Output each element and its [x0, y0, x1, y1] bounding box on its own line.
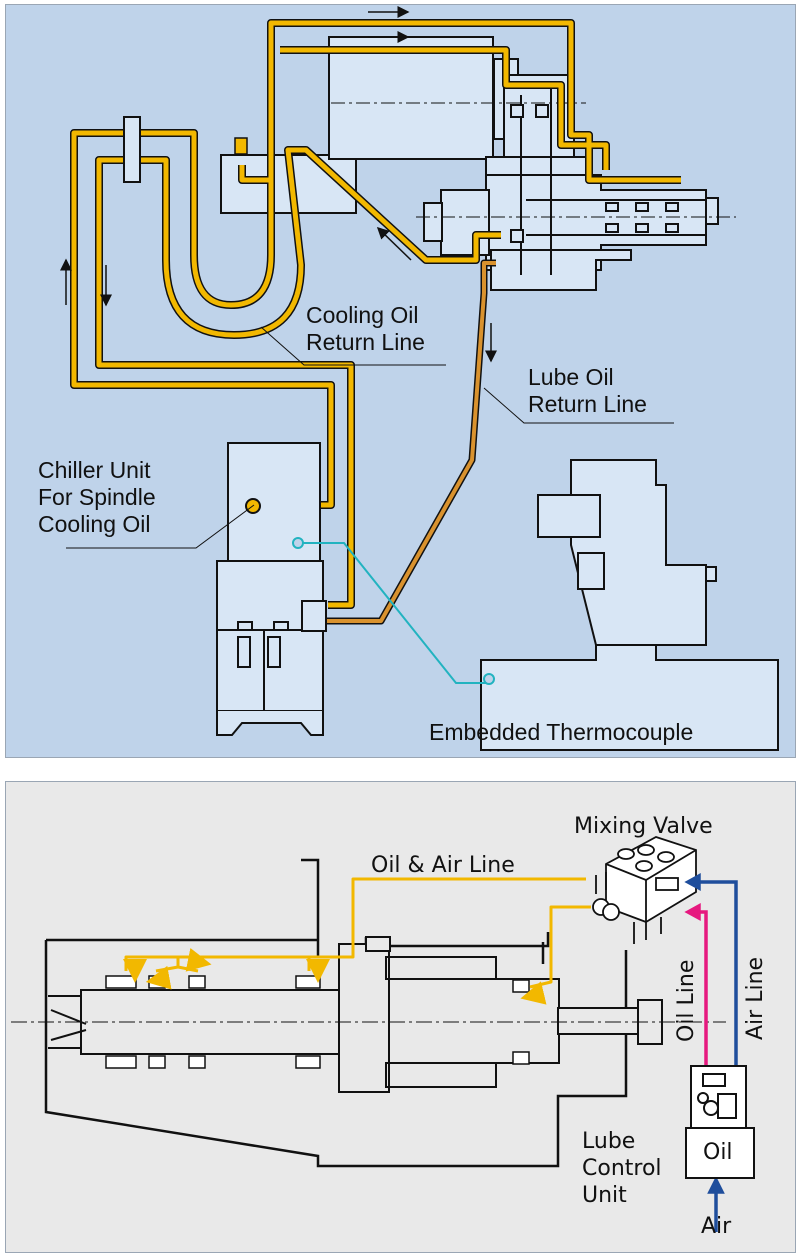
lube-control-unit-icon	[685, 1065, 755, 1179]
oil-tank-icon	[234, 137, 248, 155]
cooling-diagram-graphic	[60, 6, 779, 751]
spindle-head	[220, 36, 719, 291]
chiller-unit	[216, 442, 327, 736]
hanger-bracket	[123, 116, 141, 183]
mixing-valve-icon	[592, 836, 697, 944]
flow-arrows	[60, 6, 497, 363]
oil-air-line-label: Oil & Air Line	[371, 853, 515, 878]
cooling-oil-lines	[70, 19, 681, 609]
centerlines	[331, 102, 736, 218]
spindle-shaft	[48, 936, 663, 1093]
machine-column	[480, 459, 779, 751]
air-line	[684, 873, 738, 1232]
oil-air-line	[123, 877, 591, 1005]
lube-control-unit-label: Lube Control Unit	[582, 1129, 662, 1208]
chiller-unit-label: Chiller Unit For Spindle Cooling Oil	[38, 457, 156, 537]
lube-oil-return-line	[324, 259, 496, 625]
air-label: Air	[701, 1214, 732, 1239]
embedded-thermocouple-label: Embedded Thermocouple	[429, 719, 694, 745]
thermocouple-wire	[292, 537, 495, 685]
lubrication-diagram-graphic	[11, 836, 755, 1232]
spindle-cooling-diagram: Cooling Oil Return Line Lube Oil Return …	[5, 4, 796, 758]
oil-line	[684, 903, 708, 1072]
air-line-label: Air Line	[743, 956, 768, 1040]
lube-oil-return-line-label: Lube Oil Return Line	[528, 364, 647, 417]
oil-air-lubrication-diagram: Mixing Valve Oil & Air Line Oil Line Air…	[5, 781, 796, 1253]
oil-label: Oil	[703, 1140, 733, 1165]
leader-lines	[66, 326, 674, 549]
mixing-valve-label: Mixing Valve	[574, 814, 713, 839]
cooling-oil-return-line-label: Cooling Oil Return Line	[306, 302, 425, 355]
oil-line-label: Oil Line	[674, 959, 699, 1042]
